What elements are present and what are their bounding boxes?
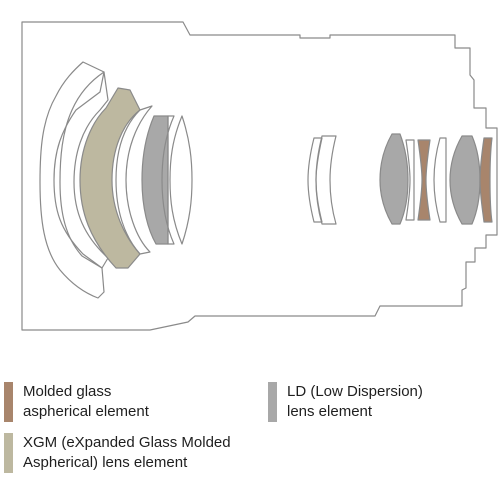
ld-rear-element-1 bbox=[379, 133, 409, 225]
ld-swatch bbox=[268, 382, 277, 422]
front-biconvex-element bbox=[169, 115, 193, 245]
legend-molded-glass: Molded glass aspherical element bbox=[4, 382, 149, 422]
xgm-aspherical-element bbox=[79, 87, 141, 269]
legend-ld-text: LD (Low Dispersion) lens element bbox=[287, 382, 423, 422]
front-rear-element bbox=[161, 115, 175, 245]
middle-element-left bbox=[307, 137, 323, 223]
front-meniscus-element bbox=[39, 61, 105, 299]
legend-xgm: XGM (eXpanded Glass Molded Aspherical) l… bbox=[4, 433, 231, 473]
xgm-swatch bbox=[4, 433, 13, 473]
molded-glass-swatch bbox=[4, 382, 13, 422]
legend-molded-glass-text: Molded glass aspherical element bbox=[23, 382, 149, 422]
legend-xgm-line-1: XGM (eXpanded Glass Molded bbox=[23, 434, 231, 451]
ld-front-element bbox=[141, 115, 169, 245]
front-third-element bbox=[115, 105, 153, 255]
legend-ld-line-2: lens element bbox=[287, 403, 373, 420]
molded-aspherical-element-2 bbox=[479, 137, 493, 223]
rear-element-4 bbox=[433, 137, 447, 223]
lens-barrel-outline bbox=[21, 21, 498, 331]
lens-cross-section-diagram bbox=[21, 21, 498, 331]
middle-element-right bbox=[315, 135, 337, 225]
ld-rear-element-2 bbox=[449, 135, 481, 225]
legend-molded-line-2: aspherical element bbox=[23, 403, 149, 420]
rear-element-2 bbox=[405, 139, 415, 221]
legend-xgm-text: XGM (eXpanded Glass Molded Aspherical) l… bbox=[23, 433, 231, 473]
legend-xgm-line-2: Aspherical) lens element bbox=[23, 454, 188, 471]
legend-molded-line-1: Molded glass bbox=[23, 383, 112, 400]
legend-ld: LD (Low Dispersion) lens element bbox=[268, 382, 423, 422]
legend-ld-line-1: LD (Low Dispersion) bbox=[287, 383, 423, 400]
molded-aspherical-element-1 bbox=[417, 139, 431, 221]
front-second-element bbox=[59, 71, 109, 269]
